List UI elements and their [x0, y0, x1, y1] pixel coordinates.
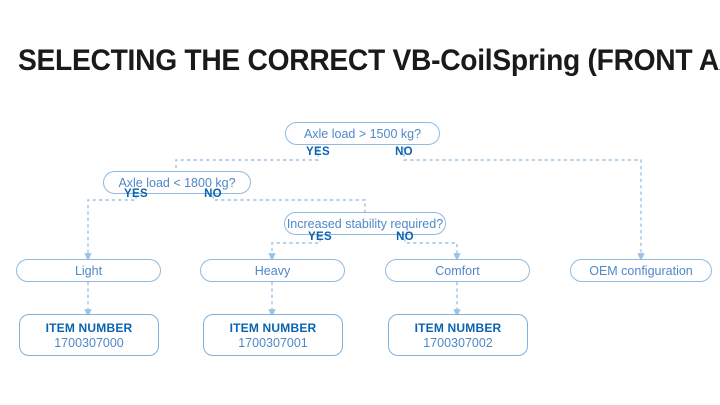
decision-axle-load-1500-label: Axle load > 1500 kg? [303, 126, 422, 141]
result-light[interactable]: Light [16, 259, 161, 282]
item-number-value: 1700307000 [54, 335, 124, 350]
item-number-card-comfort[interactable]: ITEM NUMBER 1700307002 [388, 314, 528, 356]
item-number-card-light[interactable]: ITEM NUMBER 1700307000 [19, 314, 159, 356]
decision-axle-load-1800-label: Axle load < 1800 kg? [118, 175, 236, 190]
branch-label-d2-yes: YES [124, 188, 148, 200]
item-number-value: 1700307001 [238, 335, 308, 350]
result-heavy-label: Heavy [254, 263, 291, 278]
decision-increased-stability[interactable]: Increased stability required? [284, 212, 446, 235]
item-number-title: ITEM NUMBER [45, 320, 133, 335]
decision-axle-load-1800[interactable]: Axle load < 1800 kg? [103, 171, 251, 194]
page-title: SELECTING THE CORRECT VB-CoilSpring (FRO… [18, 44, 720, 77]
wire-d1-yes [175, 147, 319, 171]
result-heavy[interactable]: Heavy [200, 259, 345, 282]
item-number-title: ITEM NUMBER [229, 320, 317, 335]
branch-label-d3-no: NO [396, 231, 414, 243]
wire-d1-no [403, 147, 645, 262]
decision-axle-load-1500[interactable]: Axle load > 1500 kg? [285, 122, 440, 145]
branch-label-d2-no: NO [204, 188, 222, 200]
branch-label-d1-yes: YES [306, 146, 330, 158]
branch-label-d1-no: NO [395, 146, 413, 158]
branch-label-d3-yes: YES [308, 231, 332, 243]
item-number-title: ITEM NUMBER [414, 320, 502, 335]
result-oem-configuration-label: OEM configuration [589, 263, 693, 278]
result-comfort[interactable]: Comfort [385, 259, 530, 282]
wire-d3-yes [268, 232, 321, 262]
result-comfort-label: Comfort [435, 263, 480, 278]
item-number-value: 1700307002 [423, 335, 493, 350]
decision-increased-stability-label: Increased stability required? [286, 216, 444, 231]
wire-d2-yes [84, 189, 137, 262]
result-oem-configuration[interactable]: OEM configuration [570, 259, 712, 282]
item-number-card-heavy[interactable]: ITEM NUMBER 1700307001 [203, 314, 343, 356]
result-light-label: Light [74, 263, 103, 278]
wire-d2-no [212, 189, 366, 212]
